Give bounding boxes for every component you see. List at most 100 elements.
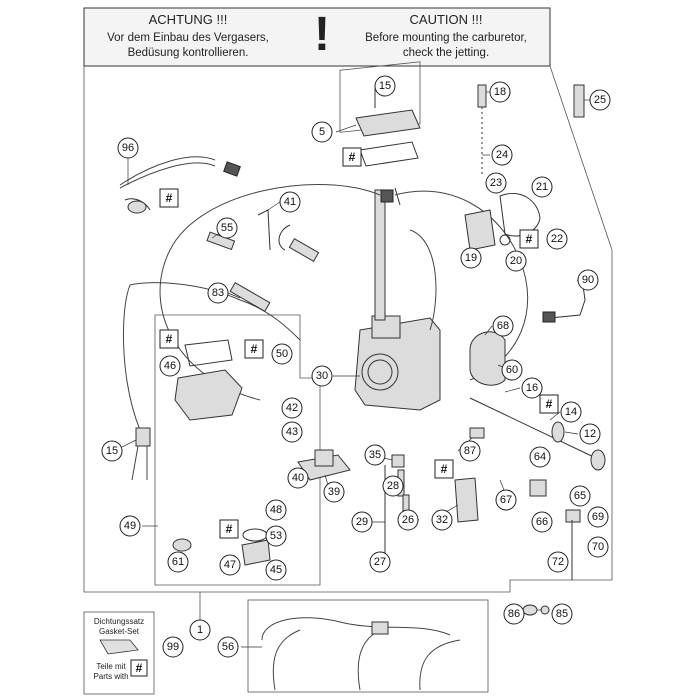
callout-number: 42: [286, 402, 298, 414]
callout-number: 40: [292, 472, 304, 484]
callout-16: 16: [521, 377, 543, 399]
callout-circle: [119, 515, 141, 537]
callout-50: 50: [271, 343, 293, 365]
callout-42: 42: [281, 397, 303, 419]
header-right-title: CAUTION !!!: [410, 12, 483, 27]
callout-circle: [281, 421, 303, 443]
callout-number: 22: [551, 233, 563, 245]
callout-66: 66: [531, 511, 553, 533]
callout-circle: [162, 636, 184, 658]
callout-circle: [431, 509, 453, 531]
callout-number: 96: [122, 142, 134, 154]
callout-number: 20: [510, 255, 522, 267]
callout-circle: [189, 619, 211, 641]
callout-87: 87: [459, 440, 481, 462]
callout-19: 19: [460, 247, 482, 269]
sensor-connector: [223, 161, 241, 177]
hash-marker-label: #: [526, 232, 533, 246]
callout-circle: [491, 144, 513, 166]
callout-55: 55: [216, 217, 238, 239]
shaft-spring: [551, 421, 565, 443]
callout-65: 65: [569, 485, 591, 507]
callout-number: 90: [582, 274, 594, 286]
callout-circle: [529, 446, 551, 468]
sensor-head: [124, 198, 151, 211]
callout-number: 53: [270, 530, 282, 542]
callout-number: 47: [224, 559, 236, 571]
fitting-41b: [278, 224, 291, 251]
legend-line1: Dichtungssatz: [94, 617, 144, 626]
legend-line3: Teile mit: [96, 662, 126, 671]
callout-circle: [265, 499, 287, 521]
callout-46: 46: [159, 355, 181, 377]
callout-49: 49: [119, 515, 141, 537]
sensor-body: [127, 200, 147, 214]
callout-circle: [216, 217, 238, 239]
callout-number: 45: [270, 564, 282, 576]
header-left-line1: Vor dem Einbau des Vergasers,: [107, 32, 269, 44]
hash-marker: [539, 394, 559, 414]
callout-circle: [459, 440, 481, 462]
callout-number: 70: [592, 541, 604, 553]
callout-15: 15: [374, 75, 396, 97]
hash-marker: [244, 339, 264, 359]
callout-18: 18: [489, 81, 511, 103]
fitting-41c: [288, 237, 320, 263]
callout-27: 27: [369, 551, 391, 573]
callout-circle: [271, 343, 293, 365]
callout-25: 25: [589, 89, 611, 111]
callout-number: 25: [594, 94, 606, 106]
callout-number: 1: [197, 624, 203, 636]
callout-number: 46: [164, 360, 176, 372]
callout-number: 16: [526, 382, 538, 394]
hash-marker: [519, 229, 539, 249]
callout-circle: [287, 467, 309, 489]
callout-21: 21: [531, 176, 553, 198]
screw-83: [229, 281, 271, 313]
top-cover: [355, 109, 421, 137]
hash-marker-label: #: [546, 397, 553, 411]
callout-number: 30: [316, 370, 328, 382]
callout-number: 87: [464, 445, 476, 457]
hash-marker-label: #: [166, 332, 173, 346]
valve-65: [565, 509, 581, 523]
callout-39: 39: [323, 481, 345, 503]
callout-53: 53: [265, 525, 287, 547]
valve-64: [529, 479, 547, 497]
hose-fitting: [371, 621, 389, 635]
legend-frame: [83, 611, 155, 695]
callout-12: 12: [579, 423, 601, 445]
needle-top: [477, 84, 487, 108]
hash-marker-label: #: [166, 191, 173, 205]
sensor-cable: [119, 156, 216, 186]
callout-circle: [505, 250, 527, 272]
callout-64: 64: [529, 446, 551, 468]
callout-number: 86: [508, 608, 520, 620]
callout-40: 40: [287, 467, 309, 489]
callout-number: 19: [465, 252, 477, 264]
hoses-frame: [247, 599, 489, 693]
callout-circle: [460, 247, 482, 269]
callout-number: 28: [387, 480, 399, 492]
callout-28: 28: [382, 475, 404, 497]
carburetor-body: [354, 187, 441, 411]
callout-circle: [265, 525, 287, 547]
callout-number: 67: [500, 494, 512, 506]
callout-43: 43: [281, 421, 303, 443]
callout-96: 96: [117, 137, 139, 159]
hose-56d: [419, 639, 461, 691]
callout-85: 85: [551, 603, 573, 625]
wire-15a: [131, 445, 139, 481]
callout-number: 99: [167, 641, 179, 653]
callout-number: 14: [565, 406, 577, 418]
callout-69: 69: [587, 506, 609, 528]
callout-circle: [489, 81, 511, 103]
callout-circle: [219, 554, 241, 576]
callout-number: 29: [356, 516, 368, 528]
callout-number: 56: [222, 641, 234, 653]
callout-circle: [382, 475, 404, 497]
callout-1: 1: [189, 619, 211, 641]
callout-circle: [281, 397, 303, 419]
callout-67: 67: [495, 489, 517, 511]
